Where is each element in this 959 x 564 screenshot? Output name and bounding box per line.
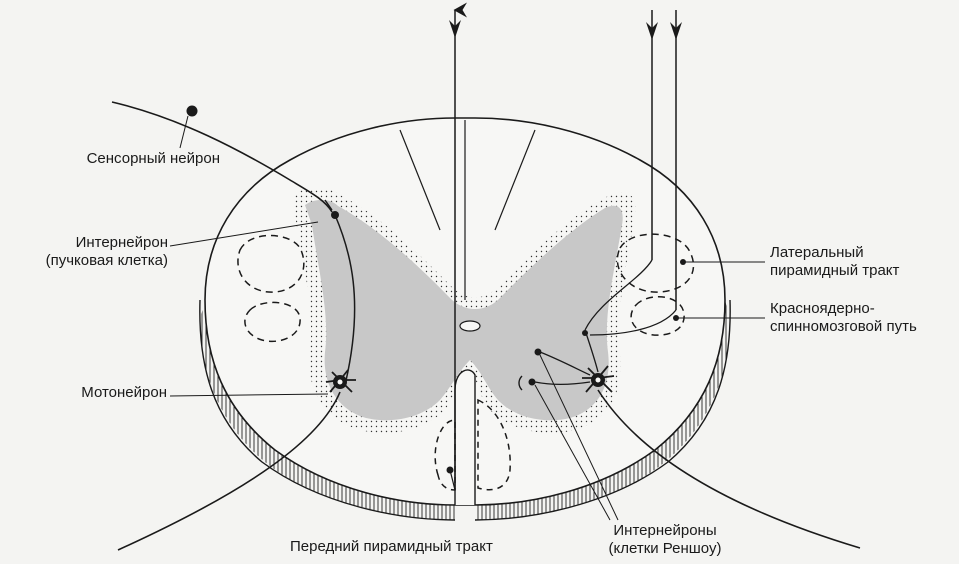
- motoneuron-text: Мотонейрон: [20, 384, 167, 402]
- rubrospinal-tract-label: Красноядерно- спинномозговой путь: [770, 300, 917, 336]
- renshaw-text-2: (клетки Реншоу): [590, 540, 740, 558]
- sensory-neuron-leader: [180, 116, 188, 148]
- anterior-pyramidal-tract-label: Передний пирамидный тракт: [290, 538, 493, 556]
- renshaw-cell-3: [582, 330, 588, 336]
- central-canal: [460, 321, 480, 331]
- motoneuron-label: Мотонейрон: [20, 384, 167, 402]
- renshaw-text-1: Интернейроны: [590, 522, 740, 540]
- anterior-fissure: [455, 370, 475, 505]
- interneuron-label: Интернейрон (пучковая клетка): [20, 234, 168, 270]
- interneuron-body: [331, 211, 339, 219]
- rubrospinal-text-1: Красноядерно-: [770, 300, 917, 318]
- interneuron-text-2: (пучковая клетка): [20, 252, 168, 270]
- lateral-tract-text-1: Латеральный: [770, 244, 899, 262]
- rubrospinal-text-2: спинномозговой путь: [770, 318, 917, 336]
- sensory-neuron-body: [187, 106, 198, 117]
- rubrospinal-dot: [673, 315, 679, 321]
- sensory-neuron-label: Сенсорный нейрон: [40, 150, 220, 168]
- lateral-tract-dot: [680, 259, 686, 265]
- renshaw-cell-1: [529, 379, 536, 386]
- renshaw-cell-2: [535, 349, 542, 356]
- sensory-neuron-text: Сенсорный нейрон: [40, 150, 220, 168]
- anterior-tract-text: Передний пирамидный тракт: [290, 538, 493, 556]
- lateral-tract-text-2: пирамидный тракт: [770, 262, 899, 280]
- interneuron-text-1: Интернейрон: [20, 234, 168, 252]
- renshaw-cells-label: Интернейроны (клетки Реншоу): [590, 522, 740, 558]
- lateral-pyramidal-tract-label: Латеральный пирамидный тракт: [770, 244, 899, 280]
